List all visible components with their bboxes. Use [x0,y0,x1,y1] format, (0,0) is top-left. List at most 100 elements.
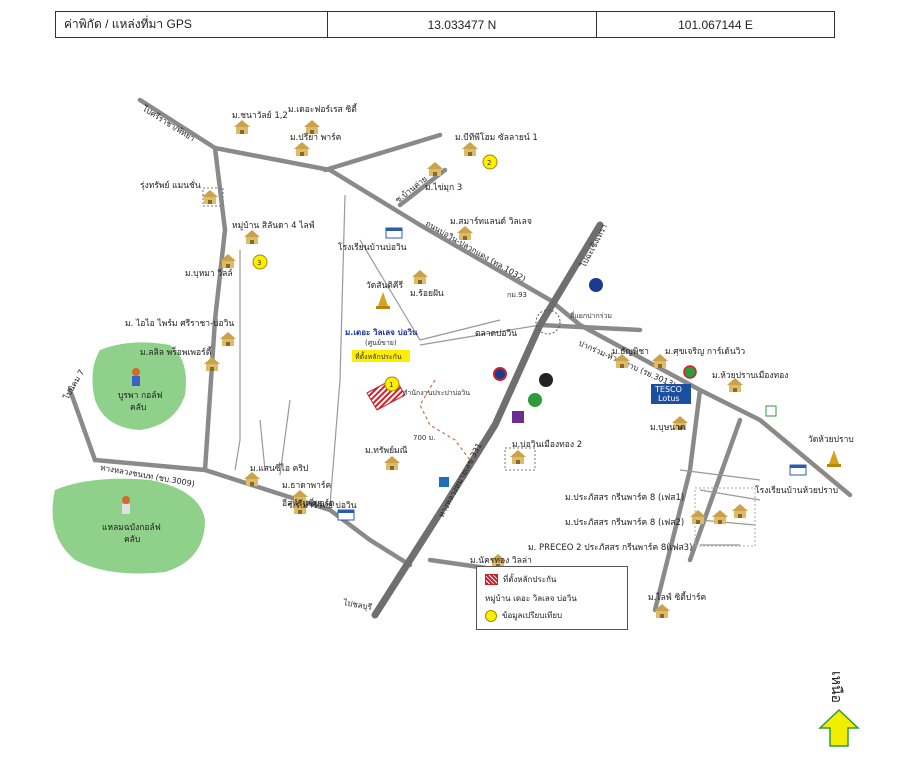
house-icon [294,142,310,156]
house-icon [462,142,478,156]
house-icon [457,226,473,240]
village-label: ม.บุษนาค [650,423,686,433]
village-label: ม.ประภัสสร กรีนพาร์ค 8 (เฟส2) [565,517,684,528]
distance-label: 700 ม. [413,434,435,442]
village-label: ม.ร้อยฝัน [410,288,444,299]
subject-name: ม.เดอะ วิลเลจ บ่อวิน [345,328,418,337]
svg-text:3: 3 [257,259,261,267]
village-11: ม. ไอไอ ไพร์ม ศรีราชา-บ่อวิน [125,318,236,346]
village-25: ม.นัครทอง วิลล่า [470,554,532,568]
village-5: ม.ไข่มุก 3 [425,162,462,193]
road-label-junction: สี่แยกปากร่วม [570,311,612,320]
village-3: ม.ปรียา พาร์ค [290,132,341,156]
village-18: ม.บ่อวินเมืองทอง 2 [510,439,582,464]
house-icon [234,120,250,134]
village-label: รุ่งทรัพย์ แมนชั่น [140,179,201,191]
village-22: ม.ประภัสสร กรีนพาร์ค 8 (เฟส1) [565,492,706,524]
golf-label-laem-chabang: แหลมฉบังกอล์ฟ [102,522,161,533]
svg-text:2: 2 [487,159,491,167]
village-label: ม. ไอไอ ไพร์ม ศรีราชา-บ่อวิน [125,318,234,329]
parcel-outline-ppgp [694,487,756,547]
village-1: ม.ชนาวัลย์ 1,2 [232,110,288,134]
golfer-icon-2 [122,496,130,514]
road-label-1032: ถนนบ่อวิน-ปลวกแดง (ทล.1032) [424,219,527,284]
bank-icon-green [528,393,542,407]
golf-area-burapha [92,342,186,430]
village-label: ม.ลลิล พร็อพเพอร์ตี้ [140,346,212,358]
house-icon [202,190,218,204]
village-label: ม.ศุขเจริญ การ์เด้นวิว [665,346,745,357]
marker-2[interactable]: 2 [482,154,498,170]
minor-roads [234,194,761,546]
legend-row-collateral: ที่ตั้งหลักประกัน [485,573,556,586]
marker-1[interactable]: 1 [384,376,400,392]
house-icon [712,510,728,524]
village-7: หมู่บ้าน สิลันดา 4 ไลฟ์ [232,220,315,244]
road-label-si-racha: ไปศรีราชา/พัทยา [140,104,196,144]
village-9: ม.บุหมา วิลล์ [185,254,236,279]
village-label: ม.ชนาวัลย์ 1,2 [232,110,288,121]
svg-text:1: 1 [389,381,393,389]
village-10: ม.ร้อยฝัน [410,270,444,299]
house-icon [384,456,400,470]
village-4: ม.บีทีพีโฮม ซัลลายน์ 1 [455,132,538,156]
house-icon [510,450,526,464]
golf-area-laem-chabang [52,478,205,574]
golfer-icon-1 [132,368,140,386]
school-icon-mary [337,509,355,521]
village-19: ม.แสนซี่ไอ คริป [244,462,308,486]
village-label: ม.เดอะฟอร์เรส ซิตี้ [288,103,358,115]
village-label: ม.ไข่มุก 3 [425,182,462,193]
highway-331 [371,221,604,619]
village-label: ม. PRECEO 2 ประภัสสร กรีนพาร์ค 8(เฟส3) [528,542,692,553]
school-icon-huai-prap [789,464,807,476]
house-icon [204,357,220,371]
village-label: ม.ปรียา พาร์ค [290,132,341,143]
legend-row-comparables: ข้อมูลเปรียบเทียบ [485,609,562,622]
village-17: ม.ทรัพย์มณี [365,445,408,470]
golf-sub-laem-chabang: คลับ [124,535,140,545]
bank-icon [589,278,603,292]
route-dashed-line [419,379,471,461]
temple-label-santikhiri: วัดสันติคีรี [366,280,403,291]
village-13: ม.ธัญพิชา [612,347,649,368]
house-icon [220,332,236,346]
road-label-km93: กม.93 [507,291,527,299]
village-14: ม.ศุขเจริญ การ์เด้นวิว [652,346,745,368]
market-label: ตลาดบ่อวิน [475,329,517,339]
svg-text:TESCO: TESCO [654,385,682,394]
villages-layer: ม.ชนาวัลย์ 1,2ม.เดอะฟอร์เรส ซิตี้ม.ปรียา… [125,103,788,618]
village-label: ม.ธัญพิชา [612,347,649,357]
village-24: ม. PRECEO 2 ประภัสสร กรีนพาร์ค 8(เฟส3) [528,504,748,553]
gps-label: ค่าพิกัด / แหล่งที่มา GPS [55,11,328,38]
north-label: เหนือ [828,671,844,703]
golf-label-burapha: บูรพา กอล์ฟ [118,390,163,401]
temple-label-huai-prap: วัดห้วยปราบ [808,434,854,445]
village-12: ม.ลลิล พร็อพเพอร์ตี้ [140,346,220,371]
school-label-mary: ร.ร.มารีวิทย์ บ่อวิน [288,500,357,511]
subject-sub: (ศูนย์ขาย) [365,339,397,347]
village-label: ม.ทรัพย์มณี [365,445,408,456]
village-6: รุ่งทรัพย์ แมนชั่น [140,179,218,204]
junction-circle [535,309,561,335]
legend-row-subject: หมู่บ้าน เดอะ วิลเลจ บ่อวิน [485,594,577,603]
house-icon [412,270,428,284]
landmark-icon-black [539,373,553,387]
marker-3[interactable]: 3 [252,254,268,270]
gps-latitude: 13.033477 N [327,11,597,38]
secondary-roads [67,97,853,613]
legend: ที่ตั้งหลักประกัน หมู่บ้าน เดอะ วิลเลจ บ… [476,566,628,630]
gps-table: ค่าพิกัด / แหล่งที่มา GPS 13.033477 N 10… [55,11,835,38]
district-office-label: สำนักงานประปาบ่อวิน [403,389,470,397]
golf-sub-burapha: คลับ [130,403,146,413]
road-label-chonburi: ไปชลบุรี [342,598,374,612]
bank-icon-purple [512,411,524,423]
north-arrow-icon [818,708,860,747]
legend-swatch-comparable [485,609,497,622]
gas-station-icon-green [683,365,697,379]
village-label: ม.บีทีพีโฮม ซัลลายน์ 1 [455,132,538,143]
village-26: ม.ไลฟ์ ซิตี้ปาร์ค [648,591,706,618]
tesco-lotus-logo: TESCO Lotus [651,384,691,404]
gas-station-icon-red [493,367,507,381]
